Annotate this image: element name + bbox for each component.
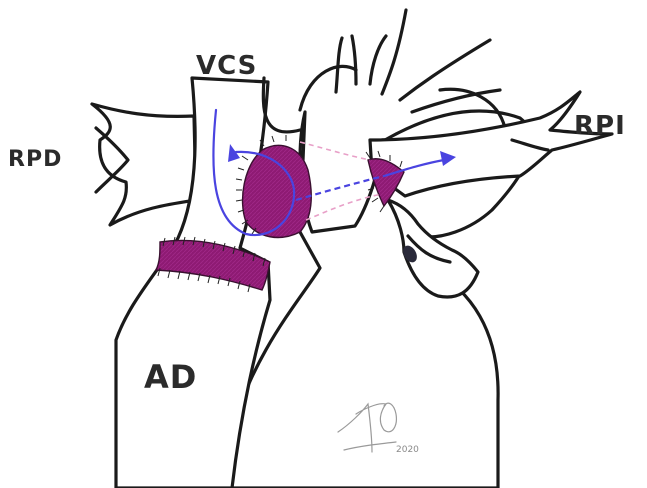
label-ad: AD: [144, 358, 197, 396]
aortic-arch-top: [300, 66, 356, 110]
branch-vessel-1b: [352, 36, 356, 84]
branch-vessel-2b: [382, 10, 406, 94]
right-pulmonary-artery: [92, 104, 196, 225]
label-rpi: RPI: [574, 111, 626, 141]
signature-year: 2020: [396, 445, 419, 455]
rpd-body: [92, 104, 196, 225]
branch-vessel-2: [370, 36, 386, 84]
label-vcs: VCS: [196, 51, 257, 81]
conduit-dashed-top: [300, 142, 370, 160]
label-rpd: RPD: [8, 147, 62, 172]
